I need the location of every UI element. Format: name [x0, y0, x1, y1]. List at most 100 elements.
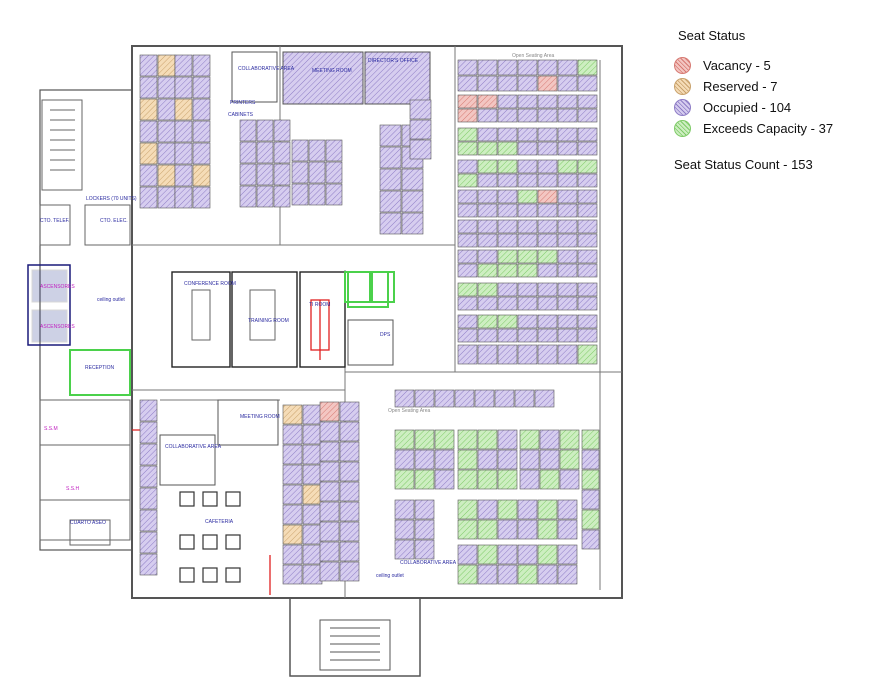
label-training: TRAINING ROOM — [248, 318, 289, 324]
seat-desk — [577, 296, 598, 311]
seat-desk — [557, 127, 578, 142]
status-swatch-icon — [674, 57, 691, 74]
seat-desk — [497, 499, 518, 520]
seat-desk — [174, 186, 193, 209]
seat-desk — [497, 141, 518, 156]
seat-desk — [434, 469, 455, 490]
seat-desk — [457, 519, 478, 540]
seat-desk — [457, 328, 478, 343]
seat-desk — [517, 499, 538, 520]
seat-desk — [291, 139, 309, 162]
seat-desk — [497, 564, 518, 585]
seat-desk — [557, 219, 578, 234]
seat-desk — [557, 233, 578, 248]
status-swatch-icon — [674, 78, 691, 95]
legend-label: Occupied - 104 — [703, 100, 792, 115]
seat-desk — [457, 544, 478, 565]
seat-desk — [497, 173, 518, 188]
seat-desk — [517, 127, 538, 142]
seat-desk — [577, 314, 598, 329]
label-open-top: Open Seating Area — [512, 53, 554, 59]
seat-desk — [557, 314, 578, 329]
seat-desk — [517, 296, 538, 311]
seat-desk — [457, 263, 478, 278]
seat-desk — [477, 219, 498, 234]
seat-desk — [517, 159, 538, 174]
seat-desk — [394, 449, 415, 470]
seat-desk — [302, 444, 323, 465]
seat-desk — [497, 449, 518, 470]
seat-desk — [577, 159, 598, 174]
seat-desk — [339, 421, 360, 442]
seat-desk — [192, 164, 211, 187]
label-cafeteria: CAFETERIA — [205, 519, 234, 525]
seat-desk — [517, 141, 538, 156]
seat-desk — [537, 127, 558, 142]
seat-desk — [497, 296, 518, 311]
seat-desk — [394, 389, 415, 408]
seat-desk — [339, 561, 360, 582]
label-meeting-small: MEETING ROOM — [240, 414, 280, 420]
legend-label: Reserved - 7 — [703, 79, 778, 94]
seat-desk — [517, 108, 538, 123]
seat-desk — [157, 54, 176, 77]
seat-desk — [434, 389, 455, 408]
seat-desk — [401, 190, 424, 213]
seat-desk — [577, 328, 598, 343]
seat-desk — [497, 108, 518, 123]
seat-desk — [239, 119, 257, 142]
seat-desk — [557, 519, 578, 540]
seat-desk — [497, 544, 518, 565]
seat-desk — [537, 233, 558, 248]
seat-desk — [577, 219, 598, 234]
seat-desk — [517, 282, 538, 297]
seat-desk — [394, 499, 415, 520]
seat-desk — [581, 449, 600, 470]
seat-desk — [537, 344, 558, 365]
seat-desk — [557, 108, 578, 123]
seat-desk — [557, 203, 578, 218]
seat-desk — [192, 120, 211, 143]
seat-desk — [477, 108, 498, 123]
legend-item: Reserved - 7 — [674, 76, 882, 97]
seat-desk — [577, 282, 598, 297]
seat-desk — [273, 119, 291, 142]
seat-desk — [537, 249, 558, 264]
seat-desk — [174, 76, 193, 99]
seat-desk — [291, 161, 309, 184]
seat-desk — [457, 296, 478, 311]
seat-desk — [514, 389, 535, 408]
seat-desk — [537, 219, 558, 234]
seat-desk — [414, 539, 435, 560]
seat-desk — [457, 108, 478, 123]
seat-desk — [379, 124, 402, 147]
seat-desk — [497, 189, 518, 204]
seat-desk — [537, 564, 558, 585]
seat-desk — [477, 94, 498, 109]
label-ceiling-1: ceiling outlet — [97, 297, 125, 303]
seat-desk — [339, 441, 360, 462]
seat-desk — [537, 544, 558, 565]
cafeteria-tables — [179, 491, 241, 583]
seat-desk — [477, 59, 498, 76]
seat-desk — [557, 263, 578, 278]
seat-desk — [517, 173, 538, 188]
seat-desk — [139, 443, 158, 466]
seat-desk — [537, 189, 558, 204]
seat-desk — [394, 539, 415, 560]
seat-desk — [477, 499, 498, 520]
seat-desk — [339, 521, 360, 542]
seat-desk — [139, 553, 158, 576]
seat-desk — [379, 190, 402, 213]
seat-desk — [537, 59, 558, 76]
seat-desk — [308, 183, 326, 206]
seat-desk — [474, 389, 495, 408]
seat-desk — [581, 509, 600, 530]
seat-desk — [319, 421, 340, 442]
label-ssh: S.S.H — [66, 486, 79, 492]
seat-desk — [414, 499, 435, 520]
seat-desk — [559, 429, 580, 450]
seat-desk — [557, 173, 578, 188]
seat-desk — [256, 185, 274, 208]
